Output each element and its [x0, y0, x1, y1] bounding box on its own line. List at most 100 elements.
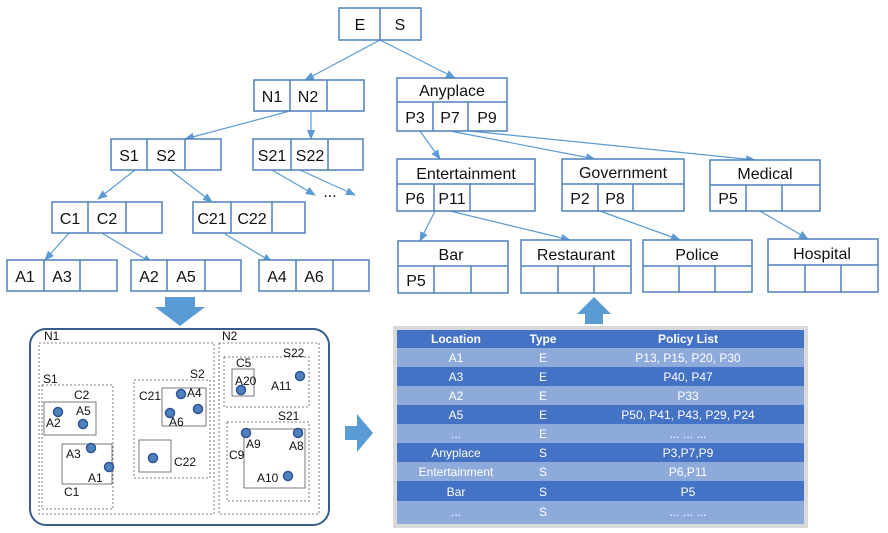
region-c5 [231, 368, 255, 397]
table-cell-type: E [539, 408, 547, 422]
point-a5 [77, 418, 89, 430]
edge-root-anyplace [379, 39, 456, 79]
region-s22 [223, 356, 310, 408]
table-cell-type: E [539, 370, 547, 384]
region-c22 [138, 439, 172, 473]
tree-node-bar: Bar P5 [397, 240, 509, 294]
tree-node-a4a6: A4 A6 [258, 259, 370, 292]
point-a6 [164, 407, 176, 419]
tree-node-medical: Medical P5 [709, 159, 821, 212]
edge-s1s2-c1c2 [97, 169, 136, 200]
table-row [397, 481, 804, 501]
tree-node-c1c2: C1 C2 [51, 201, 163, 234]
node-government-cell-0: P2 [570, 191, 590, 208]
region-n2 [218, 342, 320, 515]
table-cell-type: E [539, 427, 547, 441]
node-government-title: Government [579, 165, 668, 182]
table-cell-policy: P33 [677, 389, 699, 403]
table-cell-location: Entertainment [419, 465, 494, 479]
node-c21c22-key-0: C21 [197, 211, 226, 228]
point-a4 [192, 403, 204, 415]
point-label-a8: A8 [289, 439, 304, 453]
point-label-a9: A9 [246, 437, 261, 451]
region-label-s22: S22 [283, 346, 305, 360]
tree-node-hospital: Hospital [767, 238, 879, 293]
table-cell-policy: ... ... ... [670, 427, 707, 441]
arrow-down-icon [155, 297, 205, 326]
node-c1c2-key-0: C1 [60, 211, 81, 228]
region-label-n2: N2 [222, 329, 238, 343]
table-cell-policy: P13, P15, P20, P30 [635, 351, 741, 365]
region-c2 [43, 401, 97, 436]
point-c22-a [147, 452, 159, 464]
tree-edges [44, 39, 809, 264]
node-medical-title: Medical [737, 166, 792, 183]
point-a11 [294, 370, 306, 382]
edge-s21-ellipsis-a [271, 169, 316, 196]
table-cell-location: A2 [449, 389, 464, 403]
region-label-c5: C5 [236, 356, 252, 370]
table-row [397, 501, 804, 524]
region-c9 [243, 428, 306, 489]
node-police-title: Police [675, 247, 719, 264]
region-label-s1: S1 [43, 372, 58, 386]
region-s1 [41, 384, 114, 510]
node-entertainment-cell-1: P11 [438, 191, 465, 208]
tree-ellipsis: ... [323, 184, 336, 201]
table-cell-policy: P6,P11 [669, 465, 708, 479]
edge-root-n1n2 [304, 39, 381, 81]
point-label-a3: A3 [66, 447, 81, 461]
region-label-c2: C2 [74, 388, 90, 402]
region-s2 [133, 379, 211, 479]
tree-node-n1n2: N1 N2 [253, 79, 365, 112]
table-cell-type: S [539, 446, 547, 460]
table-cell-type: S [539, 505, 547, 519]
region-n1 [38, 342, 215, 515]
region-s21 [226, 421, 310, 502]
table-cell-policy: P3,P7,P9 [663, 446, 714, 460]
table-cell-policy: P40, P47 [663, 370, 713, 384]
region-label-n1: N1 [44, 329, 60, 343]
table-header-row [397, 330, 804, 348]
table-row [397, 424, 804, 443]
edge-c1c2-a2a5 [99, 231, 153, 264]
arrow-right-icon [345, 414, 373, 452]
tree-node-anyplace: Anyplace P3 P7 P9 [396, 77, 508, 132]
edge-c1c2-a1a3 [44, 231, 71, 261]
node-n1n2-key-0: N1 [262, 89, 283, 106]
table-cell-type: S [539, 465, 547, 479]
arrow-up-icon [577, 297, 611, 324]
region-label-c21: C21 [139, 389, 161, 403]
tree-node-s21s22: S21 S22 [252, 138, 364, 171]
table-row [397, 367, 804, 386]
region-c21 [161, 387, 207, 427]
edge-entertainment-restaurant [449, 210, 571, 242]
node-a2a5-key-1: A5 [176, 269, 196, 286]
edge-entertainment-bar [419, 210, 436, 242]
table-row [397, 443, 804, 462]
node-a4a6-key-0: A4 [267, 269, 287, 286]
node-n1n2-key-1: N2 [298, 89, 319, 106]
node-root-key-1: S [395, 17, 406, 34]
node-s21s22-key-0: S21 [258, 148, 287, 165]
edge-anyplace-government [449, 130, 596, 162]
table-cell-type: S [539, 485, 547, 499]
table-header-type: Type [529, 332, 556, 346]
node-restaurant-title: Restaurant [537, 247, 616, 264]
table-row [397, 348, 804, 367]
region-label-s21: S21 [278, 409, 300, 423]
node-s21s22-key-1: S22 [296, 148, 325, 165]
edge-c21c22-a4a6 [224, 233, 273, 263]
point-label-a4: A4 [187, 386, 202, 400]
point-a1 [103, 461, 115, 473]
table-cell-policy: P5 [681, 485, 696, 499]
table-cell-location: A3 [449, 370, 464, 384]
table-cell-policy: ... ... ... [670, 505, 707, 519]
point-label-a2: A2 [46, 416, 61, 430]
node-c21c22-key-1: C22 [237, 211, 266, 228]
node-a1a3-key-0: A1 [15, 269, 35, 286]
point-label-a6: A6 [169, 415, 184, 429]
tree-node-c21c22: C21 C22 [192, 201, 306, 234]
